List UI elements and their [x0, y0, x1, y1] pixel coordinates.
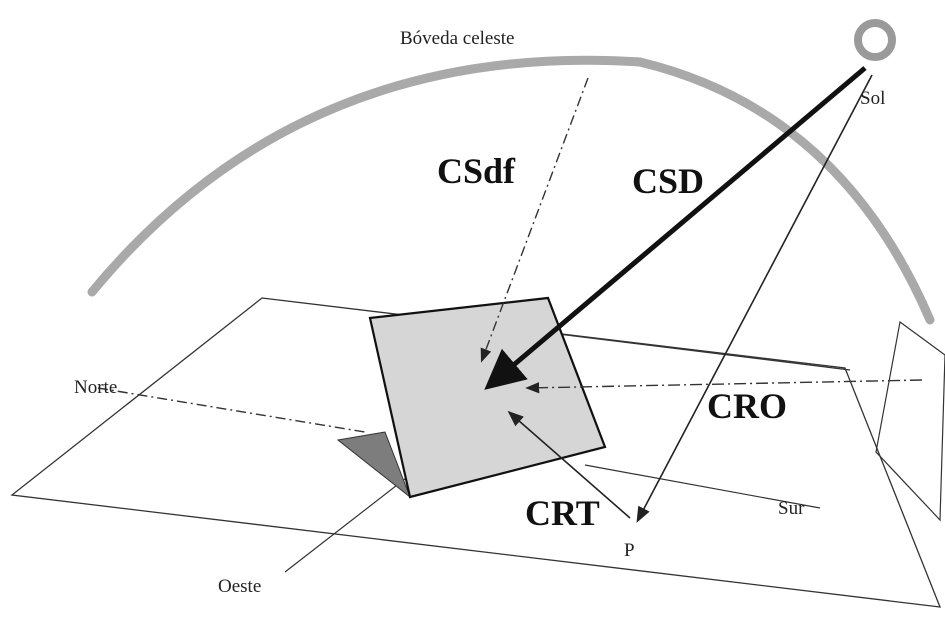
sky-dome-label: Bóveda celeste: [400, 28, 514, 49]
direct-label: CSD: [632, 161, 704, 201]
direct-radiation-arrow: [484, 66, 867, 390]
tilted-panel: [368, 296, 607, 499]
north-south-axis-south: [584, 464, 821, 509]
diffuse-label: CSdf: [437, 151, 516, 191]
reflecting-surface: [875, 320, 945, 522]
panel-shadow: [336, 431, 412, 499]
ground-line-back: [549, 332, 851, 371]
north-label: Norte: [74, 377, 117, 398]
point-label: P: [624, 540, 635, 561]
ground-reflected-arrow: [507, 410, 631, 519]
ground-plane: [10, 297, 942, 608]
sun-label: Sol: [860, 88, 885, 109]
west-label: Oeste: [218, 576, 261, 597]
sky-dome-arc: [87, 55, 935, 325]
other-reflected-label: CRO: [707, 386, 787, 426]
south-label: Sur: [778, 498, 805, 519]
sun-to-point-arrow: [636, 74, 873, 523]
ground-reflected-label: CRT: [525, 493, 600, 533]
west-axis: [284, 474, 411, 573]
north-south-axis: [97, 387, 366, 433]
sun-icon: [854, 19, 896, 61]
